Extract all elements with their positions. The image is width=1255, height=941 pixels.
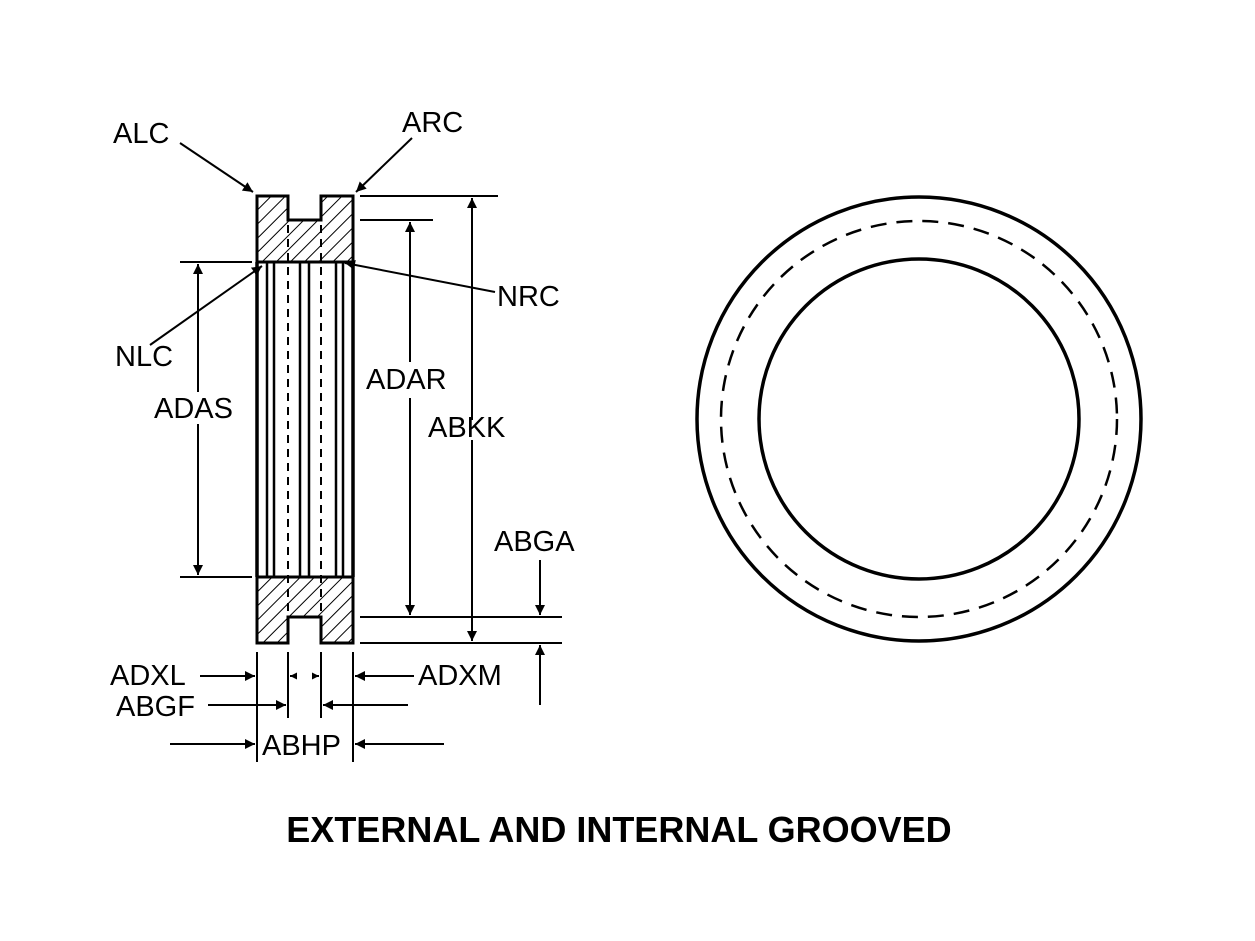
label-adxm: ADXM [418, 660, 502, 692]
inner-circle [757, 257, 1081, 581]
label-adxl: ADXL [110, 660, 186, 692]
dimension-labels: ALC ARC NRC NLC ADAS ADAR ABKK ABGA ADXL… [110, 107, 575, 762]
label-adas: ADAS [154, 393, 233, 425]
label-abkk: ABKK [428, 412, 506, 444]
groove-hidden-circle [719, 219, 1119, 619]
label-abgf: ABGF [116, 691, 195, 723]
label-abga: ABGA [494, 526, 575, 558]
label-nrc: NRC [497, 281, 560, 313]
end-view-ring [695, 195, 1143, 643]
top-hatched-section [255, 194, 355, 264]
label-nlc: NLC [115, 341, 173, 373]
label-arc: ARC [402, 107, 463, 139]
dimension-lines [149, 137, 562, 762]
label-abhp: ABHP [262, 730, 341, 762]
section-view [255, 194, 355, 645]
bottom-hatched-section [255, 575, 355, 645]
outer-circle [695, 195, 1143, 643]
label-alc: ALC [113, 118, 169, 150]
label-adar: ADAR [366, 364, 447, 396]
figure-caption: EXTERNAL AND INTERNAL GROOVED [286, 809, 951, 850]
